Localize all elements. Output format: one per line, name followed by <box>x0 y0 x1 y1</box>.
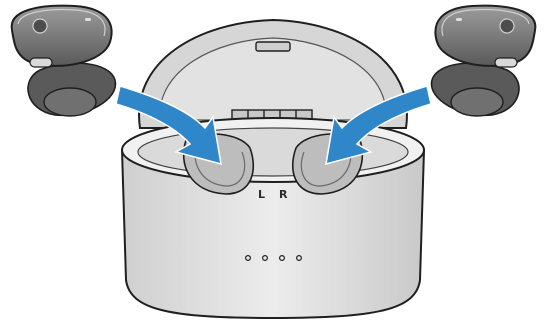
left-earbud-logo <box>33 19 47 33</box>
right-slot-label: R <box>279 188 288 201</box>
lid-magnet-tab <box>256 42 290 51</box>
case-body: L R <box>122 118 424 318</box>
left-slot-label: L <box>258 188 265 201</box>
earbud-left-icon <box>12 6 116 116</box>
right-earbud-logo <box>500 19 514 33</box>
earbud-right-icon <box>432 6 536 116</box>
